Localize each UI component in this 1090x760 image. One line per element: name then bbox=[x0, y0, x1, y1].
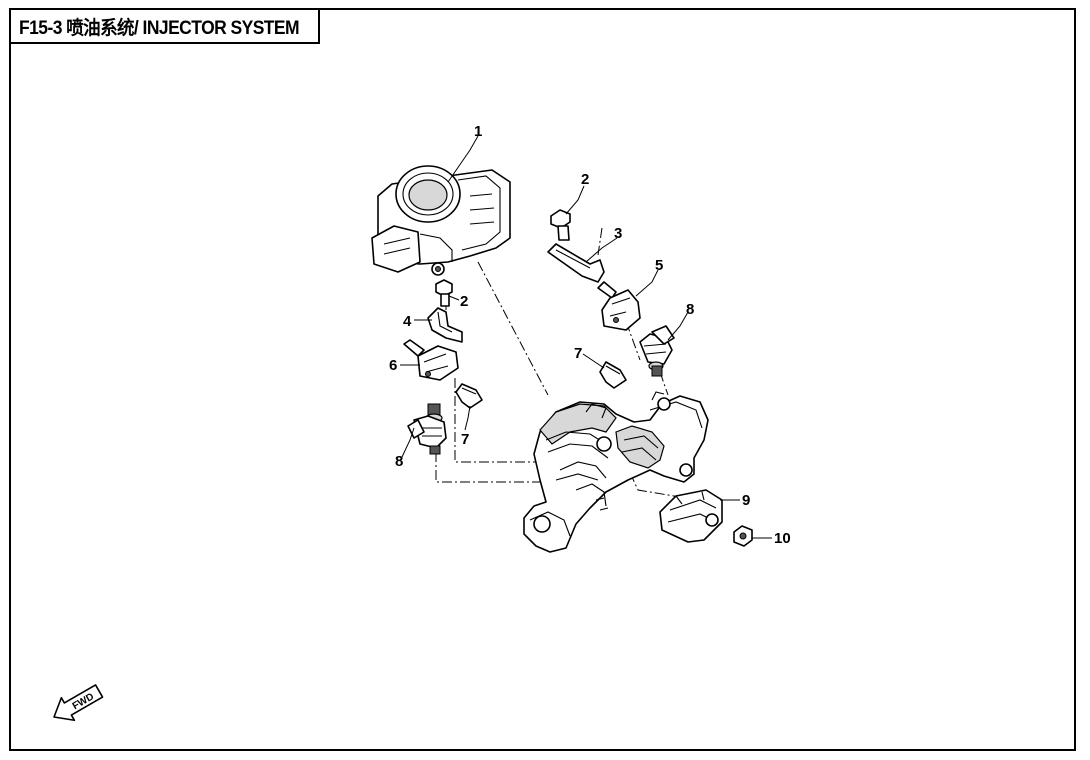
clip-part-lower bbox=[455, 383, 483, 409]
fuel-injector-part-left bbox=[407, 403, 447, 455]
callout-6: 6 bbox=[389, 357, 397, 374]
page-title: F15-3 喷油系统/ INJECTOR SYSTEM bbox=[19, 17, 300, 39]
callout-numbers: 1 2 3 2 4 5 6 7 8 7 8 9 10 bbox=[389, 123, 791, 547]
callout-10: 10 bbox=[774, 530, 791, 547]
callout-leaders bbox=[400, 135, 772, 539]
callout-5: 5 bbox=[655, 257, 663, 274]
fuel-injector-part-right bbox=[639, 325, 675, 377]
throttle-body-part bbox=[371, 165, 511, 276]
callout-7-lower: 7 bbox=[461, 431, 469, 448]
intake-manifold-assembly bbox=[523, 391, 709, 553]
callout-1: 1 bbox=[474, 123, 482, 140]
flange-nut-part bbox=[733, 525, 753, 547]
mounting-bracket-part bbox=[659, 489, 723, 543]
callout-3: 3 bbox=[614, 225, 622, 242]
callout-2-upper: 2 bbox=[581, 171, 589, 188]
bracket-part-left bbox=[427, 307, 463, 343]
bolt-part bbox=[550, 209, 571, 241]
title-box: F15-3 喷油系统/ INJECTOR SYSTEM bbox=[9, 8, 320, 44]
clip-part-upper bbox=[599, 361, 627, 389]
sensor-part-left bbox=[403, 339, 459, 381]
callout-8-upper: 8 bbox=[686, 301, 694, 318]
injector-bracket-part bbox=[547, 243, 605, 283]
callout-2-lower: 2 bbox=[460, 293, 468, 310]
fwd-label: FWD bbox=[71, 691, 96, 712]
callout-7-upper: 7 bbox=[574, 345, 582, 362]
bolt-part-lower bbox=[435, 279, 453, 307]
diagram-frame bbox=[9, 8, 1076, 751]
forward-direction-arrow: FWD bbox=[53, 684, 104, 722]
callout-8-lower: 8 bbox=[395, 453, 403, 470]
sensor-part-right bbox=[597, 281, 641, 331]
callout-4: 4 bbox=[403, 313, 412, 330]
callout-9: 9 bbox=[742, 492, 750, 509]
